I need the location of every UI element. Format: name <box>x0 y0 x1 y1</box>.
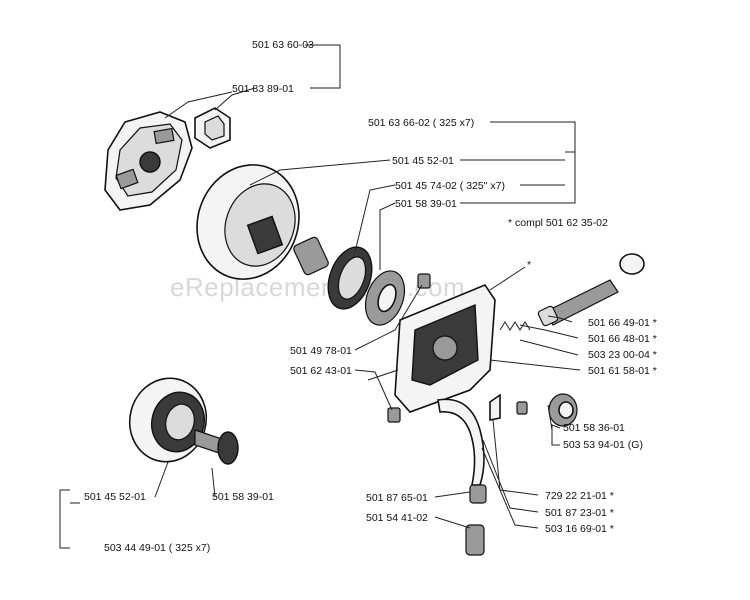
label-501-58-36-01: 501 58 36-01 <box>563 422 625 434</box>
screw-small <box>387 401 528 423</box>
label-501-45-52-01-bottom: 501 45 52-01 <box>84 491 146 503</box>
label-501-58-39-01-top: 501 58 39-01 <box>395 198 457 210</box>
label-501-49-78-01: 501 49 78-01 <box>290 345 352 357</box>
leader-lines <box>59 44 581 549</box>
needle-bearing <box>293 236 329 276</box>
clutch-drum-top <box>196 164 300 280</box>
label-501-63-66-02: 501 63 66-02 ( 325 x7) <box>368 117 475 129</box>
pump-shaft <box>537 253 645 327</box>
label-501-54-41-02: 501 54 41-02 <box>366 512 428 524</box>
label-501-45-74-02: 501 45 74-02 ( 325" x7) <box>395 180 505 192</box>
pump-spring <box>499 321 531 331</box>
clamp <box>489 393 501 421</box>
watermark: eReplacementParts.com <box>170 272 466 302</box>
oil-pump-spring-small <box>417 273 431 289</box>
sprocket-rim <box>327 246 373 310</box>
label-729-22-21-01: 729 22 21-01 * <box>545 490 614 502</box>
label-503-53-94-01: 503 53 94-01 (G) <box>563 439 643 451</box>
label-501-45-52-01-top: 501 45 52-01 <box>392 155 454 167</box>
label-501-66-49-01: 501 66 49-01 * <box>588 317 657 329</box>
label-501-87-23-01: 501 87 23-01 * <box>545 507 614 519</box>
label-503-44-49-01: 503 44 49-01 ( 325 x7) <box>104 542 211 554</box>
clutch-drum-bottom <box>128 377 208 463</box>
clutch-assembly-top <box>104 111 193 211</box>
suction-filter <box>465 524 485 556</box>
label-501-61-58-01: 501 61 58-01 * <box>588 365 657 377</box>
oil-pump-body <box>394 284 496 413</box>
label-501-66-48-01: 501 66 48-01 * <box>588 333 657 345</box>
rim-sprocket-bottom <box>194 429 239 465</box>
hose-fitting <box>469 484 487 504</box>
label-compl-501-62-35-02: * compl 501 62 35-02 <box>508 217 608 229</box>
label-501-83-89-01: 501 83 89-01 <box>232 83 294 95</box>
label-501-58-39-01-bottom: 501 58 39-01 <box>212 491 274 503</box>
clutch-spring-part <box>194 107 231 149</box>
label-503-16-69-01: 503 16 69-01 * <box>545 523 614 535</box>
label-asterisk-marker: * <box>527 259 532 271</box>
label-501-63-60-03: 501 63 60-03 <box>252 39 314 51</box>
label-501-62-43-01: 501 62 43-01 <box>290 365 352 377</box>
oil-hose <box>437 398 485 486</box>
label-501-87-65-01: 501 87 65-01 <box>366 492 428 504</box>
washer <box>364 270 406 326</box>
label-503-23-00-04: 503 23 00-04 * <box>588 349 657 361</box>
